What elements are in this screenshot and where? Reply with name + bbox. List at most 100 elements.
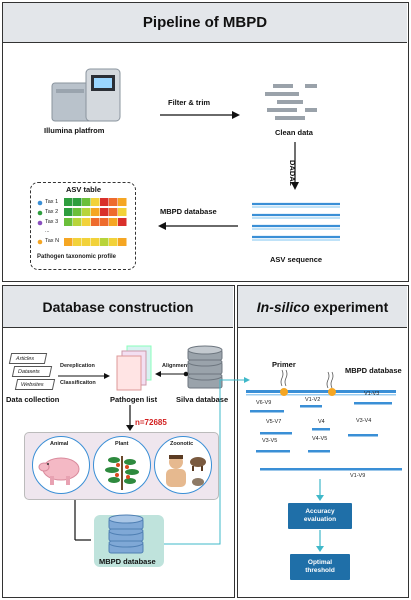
heatmap-cell	[73, 218, 82, 226]
lines-to-db	[74, 500, 91, 541]
filter-arrow	[160, 111, 240, 119]
region-v1-v3: V1-V3	[364, 391, 380, 397]
region-v6-v9: V6-V9	[256, 400, 272, 406]
heatmap-cell	[82, 238, 91, 246]
insilico-diagram	[246, 369, 402, 471]
pig-icon	[38, 457, 80, 485]
sequencer-icon	[51, 68, 121, 122]
heatmap-cell	[82, 198, 91, 206]
silva-database-icon	[187, 345, 223, 389]
heatmap-cell	[73, 198, 82, 206]
data-collection-label: Data collection	[6, 395, 60, 404]
primer-label: Primer	[272, 360, 296, 369]
zoonotic-label: Zoonotic	[170, 441, 194, 447]
asv-row-2: Tax 2	[45, 209, 59, 215]
asv-table-title: ASV table	[66, 185, 102, 194]
mbpd-right-label: MBPD database	[345, 366, 402, 375]
region-v1-v9: V1-V9	[350, 473, 366, 479]
pipeline-title: Pipeline of MBPD	[142, 14, 268, 31]
heatmap-cell	[64, 208, 73, 216]
collection-arrow	[58, 373, 110, 379]
heatmap-cell	[118, 198, 127, 206]
teal-connector	[164, 377, 250, 545]
heatmap-cell	[82, 208, 91, 216]
clean-data-label: Clean data	[275, 128, 313, 137]
optimal-threshold-box: Optimal threshold	[290, 554, 350, 580]
heatmap-cell	[91, 208, 100, 216]
region-v1-v2: V1-V2	[305, 397, 321, 403]
pipeline-panel: Pipeline of MBPD	[2, 2, 409, 282]
heatmap-cell	[100, 198, 109, 206]
heatmap-cell	[109, 198, 118, 206]
heatmap-cell	[109, 208, 118, 216]
asv-table-footer: Pathogen taxonomic profile	[37, 254, 117, 260]
heatmap-cell	[109, 218, 118, 226]
pathogen-count: n=72685	[135, 418, 167, 427]
heatmap-cell	[91, 218, 100, 226]
asv-row-3: Tax 3	[45, 219, 59, 225]
collection-datasets: Datasets	[11, 366, 53, 377]
mbpd-database-icon	[108, 514, 144, 554]
region-v4: V4	[318, 419, 325, 425]
count-arrow	[126, 405, 134, 431]
illumina-label: Illumina platfrom	[44, 126, 105, 135]
pathogen-list-label: Pathogen list	[110, 395, 158, 404]
heatmap-cell	[100, 218, 109, 226]
collection-stack: Articles Datasets Websites	[8, 353, 58, 393]
insilico-panel: In-silico experiment	[237, 285, 409, 598]
dada2-label: DADA2	[288, 160, 297, 186]
zoonotic-icon	[166, 455, 206, 487]
insilico-title-rest: experiment	[309, 298, 389, 315]
heatmap-cell	[64, 198, 73, 206]
heatmap-cell	[73, 208, 82, 216]
heatmap-cell	[64, 218, 73, 226]
heatmap-cell	[100, 208, 109, 216]
asv-row-dots: ...	[45, 228, 50, 234]
alignment-arrow	[155, 371, 189, 377]
heatmap-cell	[118, 208, 127, 216]
database-header: Database construction	[3, 286, 233, 328]
asv-sequence-icon	[252, 202, 340, 241]
heatmap-cell	[118, 218, 127, 226]
heatmap-cell	[91, 198, 100, 206]
heatmap-cell	[64, 238, 73, 246]
region-v5-v7: V5-V7	[266, 419, 282, 425]
region-v3-v4: V3-V4	[356, 418, 372, 424]
plant-icon	[105, 456, 139, 490]
clean-data-icon	[265, 84, 317, 120]
mbpd-arrow	[158, 222, 238, 230]
database-title: Database construction	[42, 298, 194, 315]
heatmap-cell	[118, 238, 127, 246]
accuracy-evaluation-box: Accuracy evaluation	[288, 503, 352, 529]
arrow-to-accuracy	[316, 479, 324, 501]
region-v3-v5: V3-V5	[262, 438, 278, 444]
pathogen-list-icon	[116, 345, 152, 391]
arrow-to-optimal	[316, 530, 324, 552]
insilico-title-italic: In-silico	[256, 298, 310, 315]
pipeline-header: Pipeline of MBPD	[3, 3, 407, 43]
insilico-header: In-silico experiment	[238, 286, 407, 328]
region-v4-v5: V4-V5	[312, 436, 328, 442]
heatmap-cell	[100, 238, 109, 246]
asv-row-n: Tax N	[45, 238, 60, 244]
collection-websites: Websites	[14, 379, 56, 390]
heatmap-cell	[91, 238, 100, 246]
mbpd-db-bottom-label: MBPD database	[99, 557, 156, 566]
plant-label: Plant	[115, 441, 129, 447]
asv-heatmap	[64, 198, 127, 246]
mbpd-database-top-label: MBPD database	[160, 207, 217, 216]
alignment-label: Alignment	[162, 363, 189, 369]
dereplication-label: Dereplication	[60, 363, 95, 369]
classification-label: Classificaiton	[60, 380, 96, 386]
silva-database-label: Silva database	[176, 395, 229, 404]
collection-articles: Articles	[8, 353, 48, 364]
heatmap-cell	[73, 238, 82, 246]
heatmap-cell	[109, 238, 118, 246]
animal-label: Animal	[50, 441, 69, 447]
heatmap-cell	[82, 218, 91, 226]
filter-trim-label: Filter & trim	[168, 98, 211, 107]
asv-table-box	[30, 182, 136, 270]
asv-sequence-label: ASV sequence	[270, 255, 323, 264]
asv-row-1: Tax 1	[45, 199, 59, 205]
asv-row-dots-icons	[37, 200, 43, 245]
